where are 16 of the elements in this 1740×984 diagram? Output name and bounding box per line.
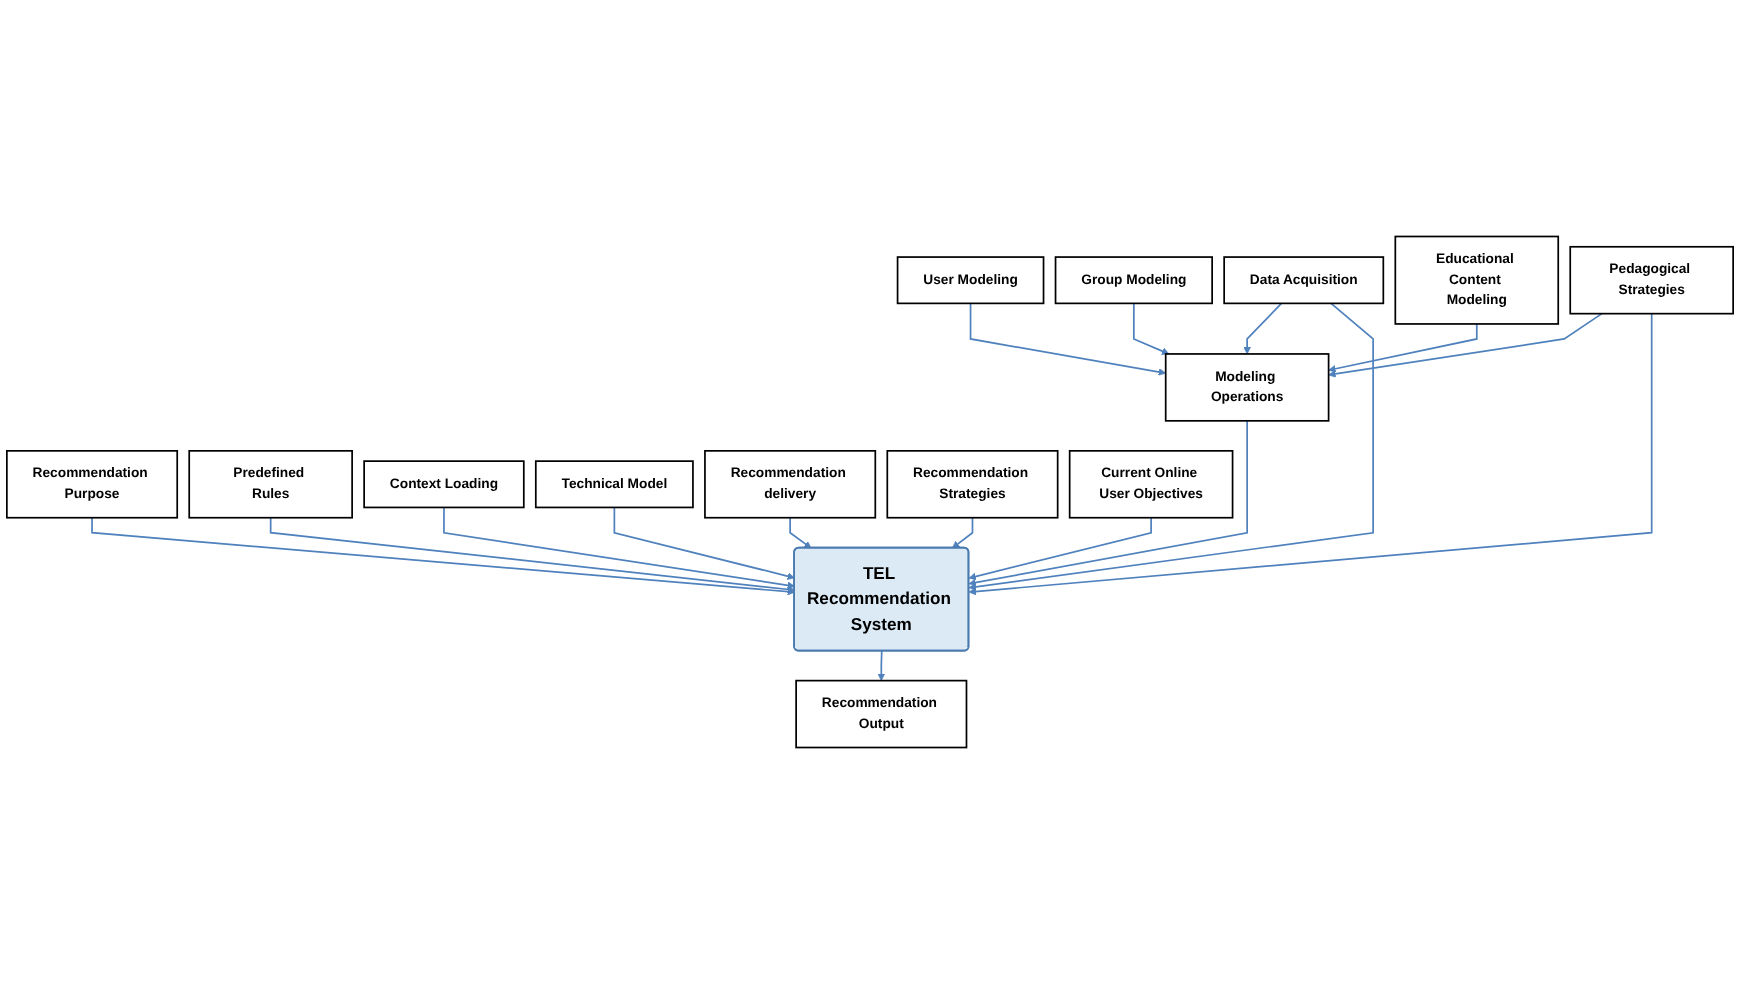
arrow: [613, 506, 795, 580]
arrow: [789, 516, 812, 549]
arrow: [877, 650, 886, 681]
arrow: [91, 516, 795, 596]
arrow: [1243, 302, 1283, 355]
arrow: [1328, 323, 1478, 373]
arrow: [269, 516, 795, 594]
arrow: [952, 516, 974, 549]
arrow: [968, 312, 1653, 596]
arrow: [968, 516, 1152, 581]
arrow: [968, 420, 1248, 587]
arrow: [1133, 302, 1170, 355]
arrow: [1328, 312, 1603, 378]
arrow: [969, 302, 1167, 376]
arrow: [443, 506, 795, 590]
arrow: [968, 302, 1374, 591]
